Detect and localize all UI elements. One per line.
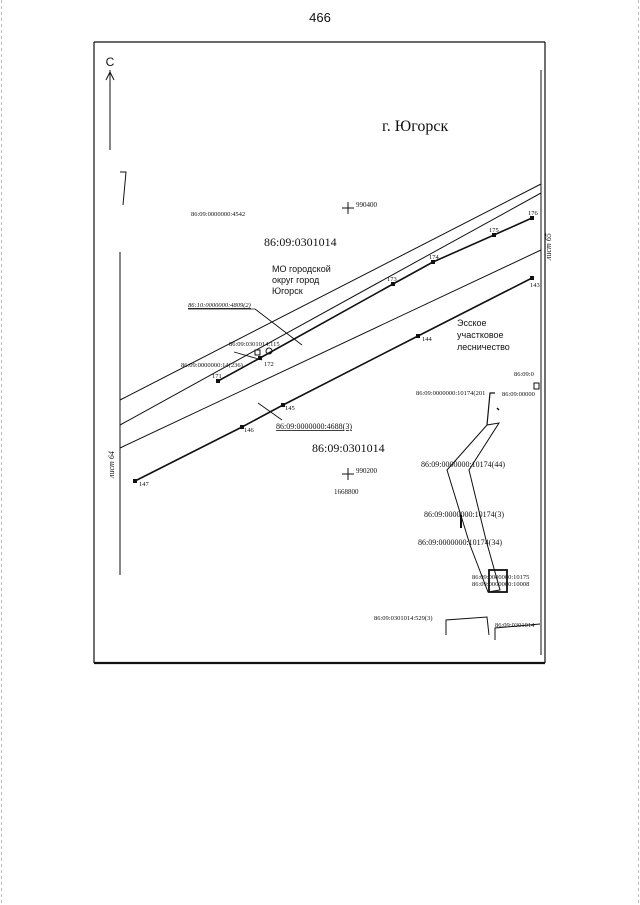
picket-172 — [258, 356, 262, 360]
parcel-label-236: 86:09:0000000:14(236) — [181, 362, 243, 369]
picket-label-176: 176 — [528, 210, 539, 217]
leader-lines — [188, 308, 303, 421]
picket-label-144: 144 — [422, 336, 433, 343]
svg-text:Югорск: Югорск — [272, 286, 303, 296]
picket-label-173: 173 — [387, 276, 397, 283]
picket-143 — [530, 276, 534, 280]
survey-cross-990200 — [342, 468, 354, 480]
svg-text:лесничество: лесничество — [457, 342, 510, 352]
leader-4688 — [257, 402, 283, 421]
picket-144 — [416, 334, 420, 338]
edge-square-symbol — [533, 382, 540, 390]
sheet-boundaries — [119, 70, 542, 655]
sheet-label-right: лист 65 — [544, 233, 553, 261]
picket-label-143: 143 — [530, 282, 540, 289]
svg-text:МО городской: МО городской — [272, 264, 331, 274]
picket-145 — [281, 403, 285, 407]
municipality-label: МО городской округ город Югорск — [272, 264, 331, 296]
survey-label-990200: 990200 — [356, 467, 378, 475]
picket-label-172: 172 — [264, 361, 274, 368]
picket-label-145: 145 — [285, 405, 295, 412]
parcel-label-4809: 86:10:0000000:4809(2) — [188, 302, 251, 309]
picket-173 — [391, 282, 395, 286]
circle-symbol — [265, 347, 273, 355]
north-arrow: С — [105, 55, 115, 150]
leader-4809 — [254, 308, 303, 346]
picket-175 — [492, 233, 496, 237]
coordinate-note: 1668800 — [334, 488, 359, 496]
picket-labels: 171 172 173 174 175 176 143 144 145 146 … — [139, 210, 540, 488]
block-label-bottom: 86:09:0301014 — [312, 441, 385, 455]
north-arrow-label: С — [106, 55, 115, 69]
survey-label-990400: 990400 — [356, 201, 378, 209]
parcel-label-stub-2: 86:09:00000 — [502, 391, 535, 398]
forestry-label: Эсское участковое лесничество — [457, 318, 510, 352]
structure-symbols — [254, 347, 540, 390]
parcel-label-10174-34: 86:09:0000000:10174(34) — [418, 538, 502, 547]
map-frame — [93, 41, 546, 665]
picket-label-174: 174 — [429, 254, 440, 261]
parcel-10174-strip — [446, 422, 501, 593]
parcel-label-10008: 86:09:0000000:10008 — [472, 581, 529, 588]
parcel-label-529: 86:09:0301014:529(3) — [374, 615, 433, 622]
parcel-label-10174-201: 86:09:0000000:10174(201 — [416, 390, 485, 397]
city-title: г. Югорск — [382, 118, 448, 135]
picket-label-146: 146 — [244, 427, 255, 434]
survey-crosses — [342, 202, 354, 480]
parcel-10175-box — [488, 569, 508, 593]
picket-146 — [240, 425, 244, 429]
picket-147 — [133, 479, 137, 483]
scan-edge-left — [1, 0, 2, 905]
svg-text:Эсское: Эсское — [457, 318, 487, 328]
picket-176 — [530, 216, 534, 220]
parcel-label-4542: 86:09:0000000:4542 — [191, 211, 245, 218]
survey-labels: 990400 990200 1668800 — [334, 201, 378, 496]
survey-cross-990400 — [342, 202, 354, 214]
corridor-lower-edge-1 — [119, 192, 542, 426]
picket-label-175: 175 — [489, 227, 499, 234]
picket-label-171: 171 — [212, 373, 222, 380]
parcel-labels: 86:09:0000000:4542 86:10:0000000:4809(2)… — [181, 211, 535, 629]
scan-edge-right — [638, 0, 639, 905]
parcel-label-stub-1: 86:09:0 — [514, 371, 534, 378]
corridor-lower-edge-2 — [119, 249, 542, 449]
svg-text:участковое: участковое — [457, 330, 504, 340]
parcel-label-10174-3: 86:09:0000000:10174(3) — [424, 510, 504, 519]
svg-text:округ город: округ город — [272, 275, 320, 285]
block-label-top: 86:09:0301014 — [264, 235, 337, 249]
sheet-label-left: лист 64 — [107, 451, 116, 479]
road-corridor — [119, 183, 542, 449]
picket-label-147: 147 — [139, 481, 150, 488]
parcel-label-4688: 86:09:0000000:4688(3) — [276, 422, 352, 431]
parcel-label-block-edge: 86:09:0301014 — [495, 622, 535, 629]
upper-trace-line — [217, 217, 533, 382]
picket-174 — [431, 260, 435, 264]
parcel-label-10175: 86:09:0000000:10175 — [472, 574, 529, 581]
page-number: 466 — [309, 10, 331, 25]
parcel-label-10174-44: 86:09:0000000:10174(44) — [421, 460, 505, 469]
picket-markers — [133, 216, 534, 483]
corridor-upper-edge — [119, 183, 542, 401]
parcel-label-115: 86:09:0301014:115 — [229, 341, 280, 348]
parcel-outlines — [445, 392, 541, 640]
square-symbol — [254, 349, 261, 356]
picket-171 — [216, 379, 220, 383]
